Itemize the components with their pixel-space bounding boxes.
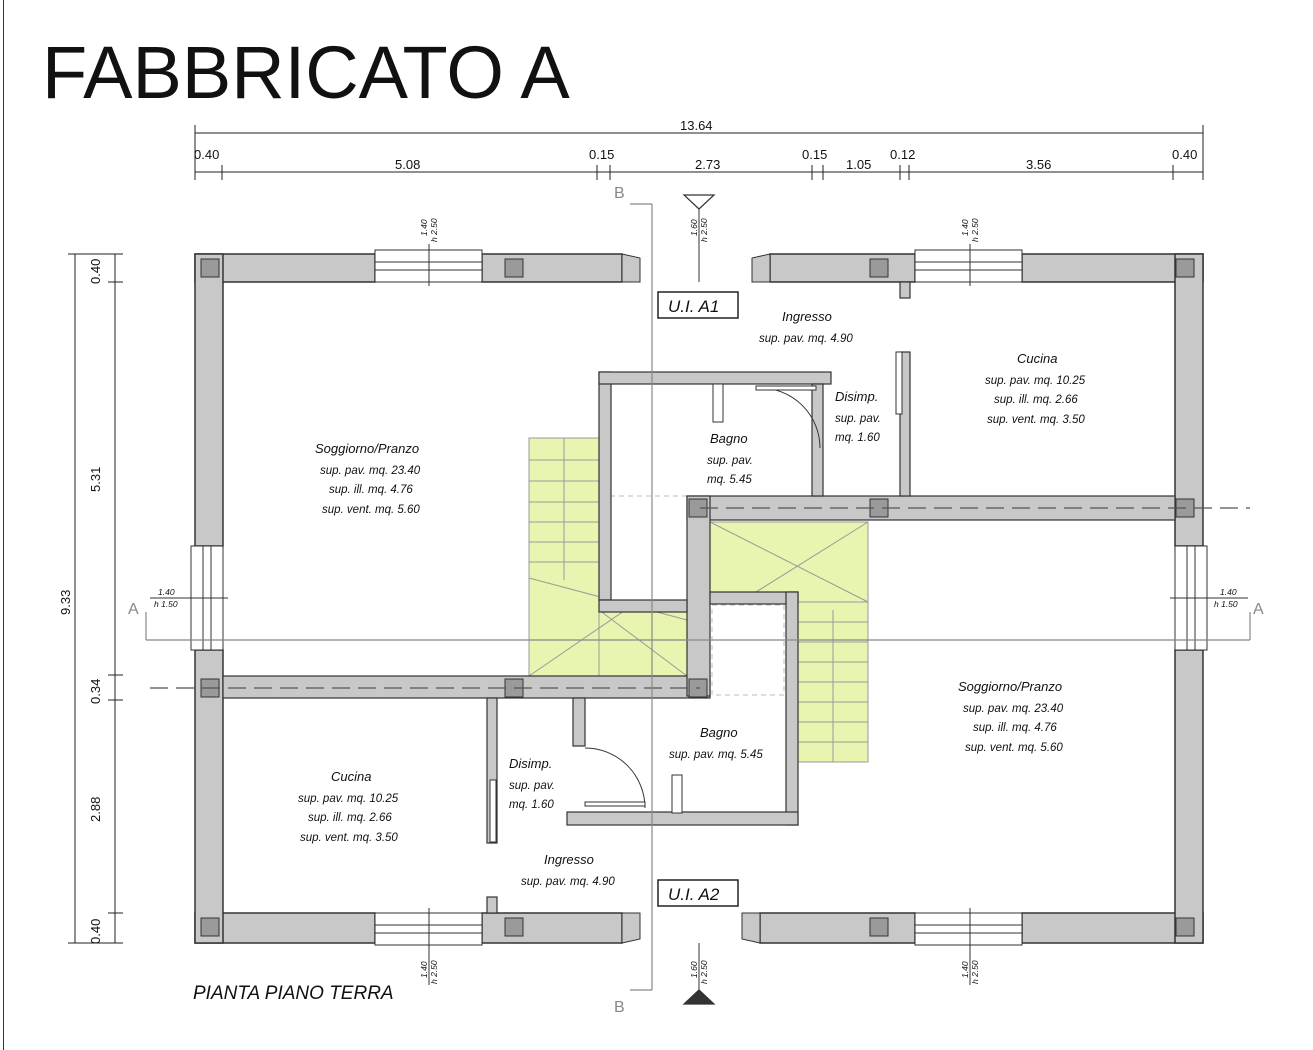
unit-a2-label: U.I. A2 (668, 885, 720, 904)
svg-text:sup. pav. mq. 23.40: sup. pav. mq. 23.40 (963, 703, 1064, 715)
svg-text:mq. 1.60: mq. 1.60 (835, 432, 880, 444)
svg-text:sup. pav. mq. 10.25: sup. pav. mq. 10.25 (298, 793, 399, 805)
room-a2-disimp: Disimp. sup. pav. mq. 1.60 (509, 756, 555, 811)
dim-top-1: 0.40 (194, 147, 219, 162)
room-a2-cucina: Cucina sup. pav. mq. 10.25 sup. ill. mq.… (298, 769, 399, 844)
svg-text:sup. pav.: sup. pav. (707, 455, 753, 467)
svg-text:sup. pav.: sup. pav. (835, 413, 881, 425)
dim-top-5: 0.15 (802, 147, 827, 162)
exterior-walls (194, 253, 1204, 944)
room-a1-ingresso: Ingresso sup. pav. mq. 4.90 (759, 309, 853, 345)
window-label-top-left-h: h 2.50 (429, 218, 439, 242)
entrance-arrow-top (682, 194, 716, 210)
dim-top-9: 0.40 (1172, 147, 1197, 162)
staircase-left (528, 437, 688, 677)
svg-text:Soggiorno/Pranzo: Soggiorno/Pranzo (315, 441, 419, 456)
svg-text:Disimp.: Disimp. (509, 756, 552, 771)
svg-text:sup. ill. mq. 4.76: sup. ill. mq. 4.76 (329, 484, 413, 496)
dim-top-7: 0.12 (890, 147, 915, 162)
window-label-top-right-h: h 2.50 (970, 218, 980, 242)
section-label-a-right: A (1253, 601, 1264, 618)
svg-text:mq. 1.60: mq. 1.60 (509, 799, 554, 811)
svg-text:Bagno: Bagno (710, 431, 748, 446)
unit-a1-box (657, 291, 739, 319)
window-label-top-entry-h: h 2.50 (699, 218, 709, 242)
room-a2-bagno: Bagno sup. pav. mq. 5.45 (669, 725, 763, 761)
unit-a1-label: U.I. A1 (668, 297, 719, 316)
room-a1-disimp: Disimp. sup. pav. mq. 1.60 (835, 389, 881, 444)
window-label-bottom-left-h: h 2.50 (429, 960, 439, 984)
dim-left-3: 0.34 (88, 679, 103, 704)
section-label-b-top: B (614, 185, 625, 202)
svg-text:Ingresso: Ingresso (544, 852, 594, 867)
dim-left-1: 0.40 (88, 259, 103, 284)
drawing-caption: PIANTA PIANO TERRA (193, 983, 394, 1004)
svg-text:Disimp.: Disimp. (835, 389, 878, 404)
svg-text:sup. ill. mq. 4.76: sup. ill. mq. 4.76 (973, 722, 1057, 734)
sheet-border (3, 0, 4, 1050)
left-dimensions (68, 253, 123, 944)
svg-text:sup. ill. mq. 2.66: sup. ill. mq. 2.66 (994, 394, 1078, 406)
section-line-b (630, 203, 653, 991)
window-label-bottom-right-w: 1.40 (960, 961, 970, 978)
room-a1-soggiorno: Soggiorno/Pranzo sup. pav. mq. 23.40 sup… (315, 441, 421, 516)
section-label-b-bottom: B (614, 999, 625, 1016)
svg-text:sup. pav. mq. 10.25: sup. pav. mq. 10.25 (985, 375, 1086, 387)
section-label-a-left: A (128, 601, 139, 618)
window-label-top-left-w: 1.40 (419, 219, 429, 236)
dim-left-2: 5.31 (88, 467, 103, 492)
svg-text:sup. vent. mq. 5.60: sup. vent. mq. 5.60 (322, 504, 420, 516)
svg-text:sup. vent. mq. 3.50: sup. vent. mq. 3.50 (987, 414, 1085, 426)
doors (489, 351, 903, 843)
svg-text:sup. vent. mq. 3.50: sup. vent. mq. 3.50 (300, 832, 398, 844)
section-line-a (145, 612, 1251, 641)
window-label-bottom-entry-h: h 2.50 (699, 960, 709, 984)
window-label-right-w: 1.40 (1220, 587, 1237, 597)
dim-top-2: 5.08 (395, 157, 420, 172)
room-a1-cucina: Cucina sup. pav. mq. 10.25 sup. ill. mq.… (985, 351, 1086, 426)
window-tick-lines (150, 244, 1248, 985)
window-label-bottom-right-h: h 2.50 (970, 960, 980, 984)
window-label-bottom-left-w: 1.40 (419, 961, 429, 978)
dim-top-4: 2.73 (695, 157, 720, 172)
svg-text:sup. pav. mq. 4.90: sup. pav. mq. 4.90 (521, 876, 615, 888)
pillars (200, 258, 1195, 937)
dim-left-5: 0.40 (88, 919, 103, 944)
drawing-title: FABBRICATO A (42, 31, 570, 114)
unit-a2-box (657, 879, 739, 907)
window-label-right-h: h 1.50 (1214, 599, 1238, 609)
svg-text:sup. pav. mq. 23.40: sup. pav. mq. 23.40 (320, 465, 421, 477)
room-a1-bagno: Bagno sup. pav. mq. 5.45 (707, 431, 753, 486)
dim-top-3: 0.15 (589, 147, 614, 162)
room-a2-ingresso: Ingresso sup. pav. mq. 4.90 (521, 852, 615, 888)
svg-text:mq. 5.45: mq. 5.45 (707, 474, 752, 486)
top-dimensions (194, 125, 1204, 180)
svg-text:sup. vent. mq. 5.60: sup. vent. mq. 5.60 (965, 742, 1063, 754)
room-a2-soggiorno: Soggiorno/Pranzo sup. pav. mq. 23.40 sup… (958, 679, 1064, 754)
dim-top-8: 3.56 (1026, 157, 1051, 172)
window-label-left-h: h 1.50 (154, 599, 178, 609)
svg-text:Cucina: Cucina (331, 769, 371, 784)
window-label-bottom-entry-w: 1.60 (689, 961, 699, 978)
beam-lines (150, 507, 1250, 689)
dim-overall-width: 13.64 (680, 118, 713, 133)
dim-overall-height: 9.33 (58, 590, 73, 615)
window-label-left-w: 1.40 (158, 587, 175, 597)
svg-text:Bagno: Bagno (700, 725, 738, 740)
svg-text:Soggiorno/Pranzo: Soggiorno/Pranzo (958, 679, 1062, 694)
svg-text:Ingresso: Ingresso (782, 309, 832, 324)
svg-text:sup. ill. mq. 2.66: sup. ill. mq. 2.66 (308, 812, 392, 824)
dim-left-4: 2.88 (88, 797, 103, 822)
svg-text:Cucina: Cucina (1017, 351, 1057, 366)
window-label-top-right-w: 1.40 (960, 219, 970, 236)
entrance-arrow-bottom (682, 989, 716, 1005)
svg-text:sup. pav.: sup. pav. (509, 780, 555, 792)
svg-text:sup. pav. mq. 5.45: sup. pav. mq. 5.45 (669, 749, 763, 761)
svg-text:sup. pav. mq. 4.90: sup. pav. mq. 4.90 (759, 333, 853, 345)
dim-top-6: 1.05 (846, 157, 871, 172)
staircase-right (709, 521, 869, 763)
window-label-top-entry-w: 1.60 (689, 219, 699, 236)
